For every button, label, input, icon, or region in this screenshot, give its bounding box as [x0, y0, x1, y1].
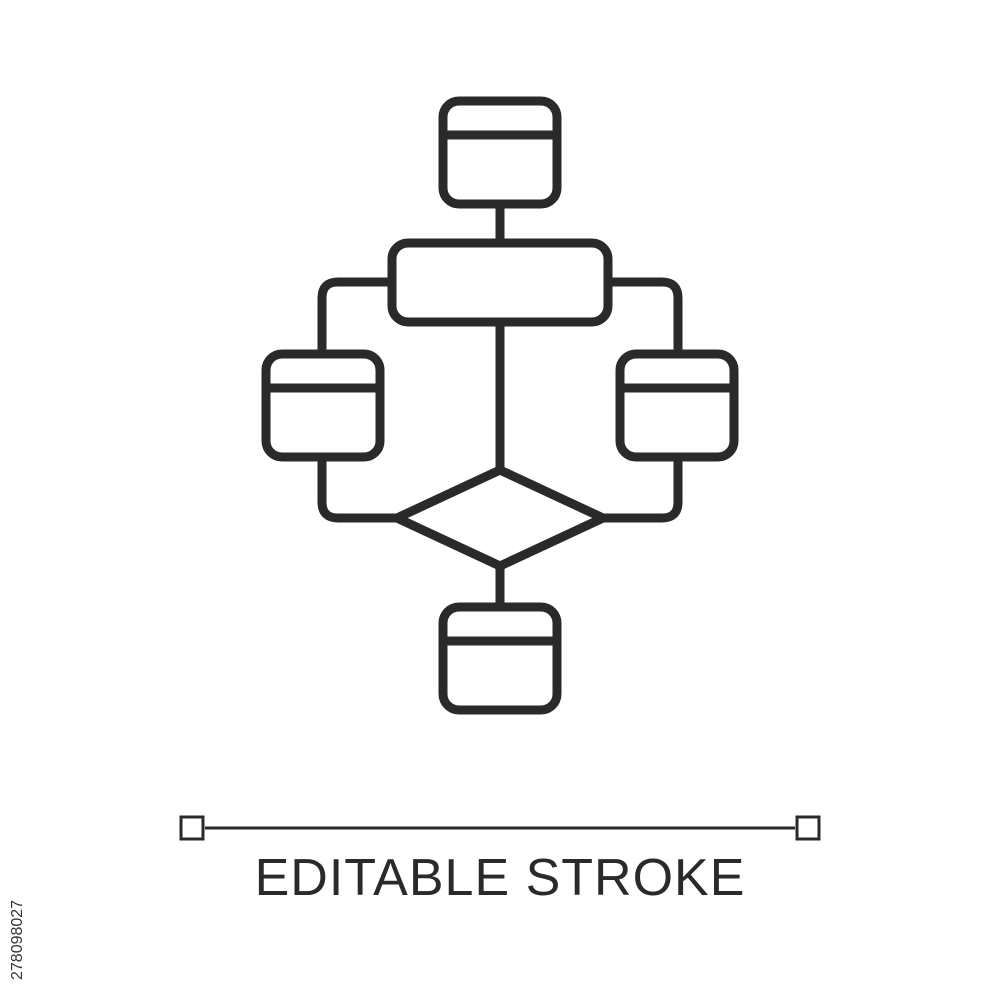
stroke-handle-right [795, 815, 821, 841]
editable-stroke-line [179, 815, 821, 841]
connector-right-lower [598, 452, 683, 523]
process-box [387, 238, 613, 327]
connector-left-upper [317, 277, 397, 359]
decision-diamond [392, 465, 608, 571]
right-window-box [615, 349, 739, 462]
stroke-handle-left [179, 815, 205, 841]
caption-text: EDITABLE STROKE [254, 849, 746, 907]
left-window-box [261, 349, 385, 462]
stock-id: 278098027 [9, 899, 26, 980]
connector-left-lower [317, 452, 402, 523]
top-window-box [438, 96, 562, 209]
connector-right-upper [603, 277, 683, 359]
bottom-window-box [438, 602, 562, 715]
